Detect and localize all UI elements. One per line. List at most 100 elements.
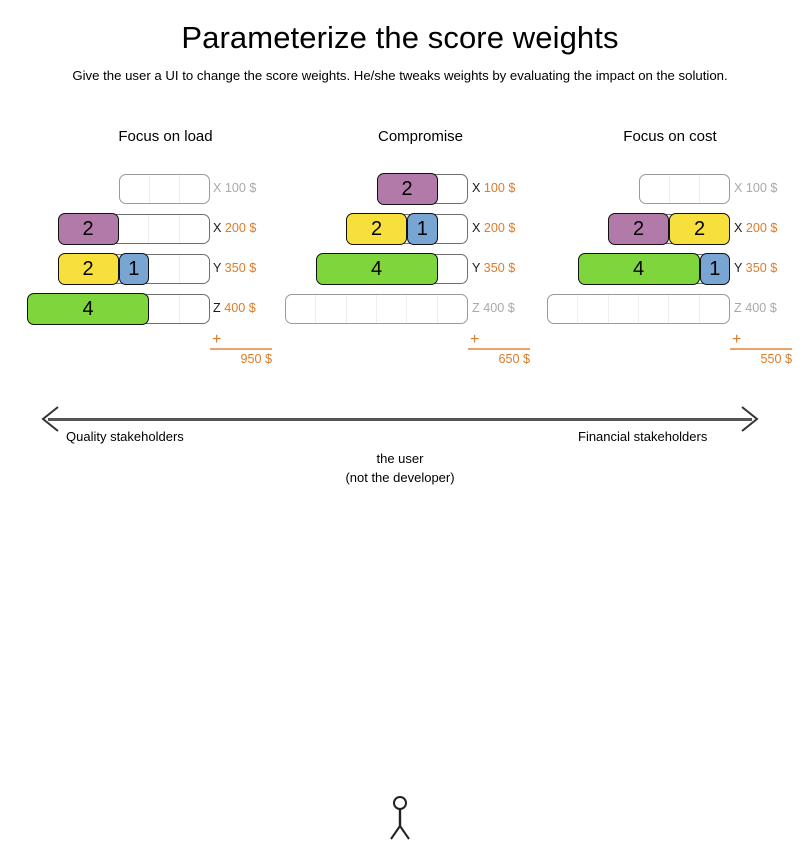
weight-segment[interactable]: 4 xyxy=(577,253,700,285)
row-cost-label: Y 350 $ xyxy=(213,261,256,275)
user-stick-figure-icon xyxy=(382,795,418,841)
sum-plus-symbol: + xyxy=(732,331,742,348)
slider-slot[interactable] xyxy=(438,175,467,203)
arrow-right-icon xyxy=(740,405,760,433)
row-cost-value: 100 $ xyxy=(221,181,257,195)
scenario-title: Focus on load xyxy=(118,128,213,145)
slider-slot[interactable] xyxy=(377,295,408,323)
sum-plus-symbol: + xyxy=(470,331,480,348)
slider-slot[interactable] xyxy=(120,175,150,203)
weight-segment[interactable]: 1 xyxy=(118,253,149,285)
slider-slot[interactable] xyxy=(700,175,729,203)
slider-slot[interactable] xyxy=(438,295,467,323)
row-cost-label: Y 350 $ xyxy=(472,261,515,275)
slider-slot[interactable] xyxy=(149,215,180,243)
row-cost-value: 350 $ xyxy=(742,261,778,275)
row-cost-value: 400 $ xyxy=(479,301,515,315)
weight-segment[interactable]: 2 xyxy=(608,213,669,245)
slider-slot[interactable] xyxy=(578,295,609,323)
slider-slot[interactable] xyxy=(670,175,700,203)
row-cost-value: 350 $ xyxy=(221,261,257,275)
slider-slot[interactable] xyxy=(639,295,670,323)
weight-segment[interactable]: 2 xyxy=(376,173,438,205)
weight-segment[interactable]: 4 xyxy=(27,293,149,325)
slider-slot[interactable] xyxy=(640,175,670,203)
sum-rule xyxy=(468,348,530,350)
row-cost-label: Z 400 $ xyxy=(734,301,777,315)
row-cost-value: 400 $ xyxy=(220,301,256,315)
row-cost-value: 200 $ xyxy=(742,221,778,235)
page-subtitle: Give the user a UI to change the score w… xyxy=(72,68,728,83)
row-key: X xyxy=(734,221,743,235)
row-key: Z xyxy=(472,301,480,315)
weight-segment[interactable]: 1 xyxy=(407,213,438,245)
row-cost-label: X 200 $ xyxy=(734,221,777,235)
row-cost-label: X 100 $ xyxy=(734,181,777,195)
sum-plus-symbol: + xyxy=(212,331,222,348)
slider-slot[interactable] xyxy=(407,295,438,323)
slider-slot[interactable] xyxy=(548,295,579,323)
row-key: Y xyxy=(734,261,743,275)
weight-slider-track[interactable] xyxy=(547,294,730,324)
weight-slider-track[interactable] xyxy=(638,174,730,204)
slider-slot[interactable] xyxy=(700,295,729,323)
row-cost-value: 400 $ xyxy=(741,301,777,315)
scenario-title: Compromise xyxy=(377,128,464,145)
row-cost-value: 350 $ xyxy=(480,261,516,275)
slider-slot[interactable] xyxy=(286,295,317,323)
slider-slot[interactable] xyxy=(669,295,700,323)
slider-slot[interactable] xyxy=(149,255,180,283)
row-key: X xyxy=(213,221,222,235)
slider-slot[interactable] xyxy=(316,295,347,323)
slider-slot[interactable] xyxy=(438,215,467,243)
user-caption-line2: (not the developer) xyxy=(345,470,455,485)
slider-slot[interactable] xyxy=(150,175,180,203)
weight-segment[interactable]: 1 xyxy=(699,253,730,285)
slider-slot[interactable] xyxy=(89,215,120,243)
scenario-title: Focus on cost xyxy=(623,128,717,145)
slider-slot[interactable] xyxy=(149,295,180,323)
weight-slider-track[interactable] xyxy=(285,294,468,324)
row-cost-label: Z 400 $ xyxy=(472,301,515,315)
weight-segment[interactable]: 4 xyxy=(315,253,438,285)
axis-label-quality: Quality stakeholders xyxy=(66,429,184,444)
scenario-total-value: 650 $ xyxy=(498,352,530,366)
weight-segment[interactable]: 2 xyxy=(57,213,119,245)
weight-segment[interactable]: 2 xyxy=(346,213,407,245)
scenario-total: +950 $ xyxy=(210,331,272,366)
slider-slot[interactable] xyxy=(609,295,639,323)
weight-row: 2 X 200 $ xyxy=(28,208,303,248)
slider-slot[interactable] xyxy=(438,255,467,283)
row-key: Y xyxy=(213,261,222,275)
weight-slider-track[interactable] xyxy=(118,174,210,204)
row-cost-label: X 100 $ xyxy=(213,181,256,195)
weight-segment[interactable]: 2 xyxy=(669,213,730,245)
scenario-total: +650 $ xyxy=(468,331,530,366)
slider-slot[interactable] xyxy=(180,175,209,203)
row-key: X xyxy=(213,181,222,195)
row-cost-label: X 200 $ xyxy=(213,221,256,235)
slider-slot[interactable] xyxy=(180,215,209,243)
row-cost-value: 200 $ xyxy=(480,221,516,235)
weight-segment[interactable]: 2 xyxy=(57,253,119,285)
weight-row: 2 X 100 $ xyxy=(283,168,558,208)
slider-slot[interactable] xyxy=(180,255,209,283)
weight-row: 4 Y 350 $ xyxy=(283,248,558,288)
row-cost-value: 100 $ xyxy=(742,181,778,195)
scenario-total: +550 $ xyxy=(730,331,792,366)
weight-row: Z 400 $ xyxy=(540,288,800,328)
row-cost-label: Z 400 $ xyxy=(213,301,256,315)
slider-slot[interactable] xyxy=(180,295,209,323)
page-title: Parameterize the score weights xyxy=(181,20,619,55)
row-key: X xyxy=(734,181,743,195)
row-cost-label: X 100 $ xyxy=(472,181,515,195)
slider-slot[interactable] xyxy=(119,215,150,243)
slider-slot[interactable] xyxy=(347,295,377,323)
weight-row: Z 400 $ xyxy=(283,288,558,328)
user-caption-line1: the user xyxy=(376,451,424,466)
